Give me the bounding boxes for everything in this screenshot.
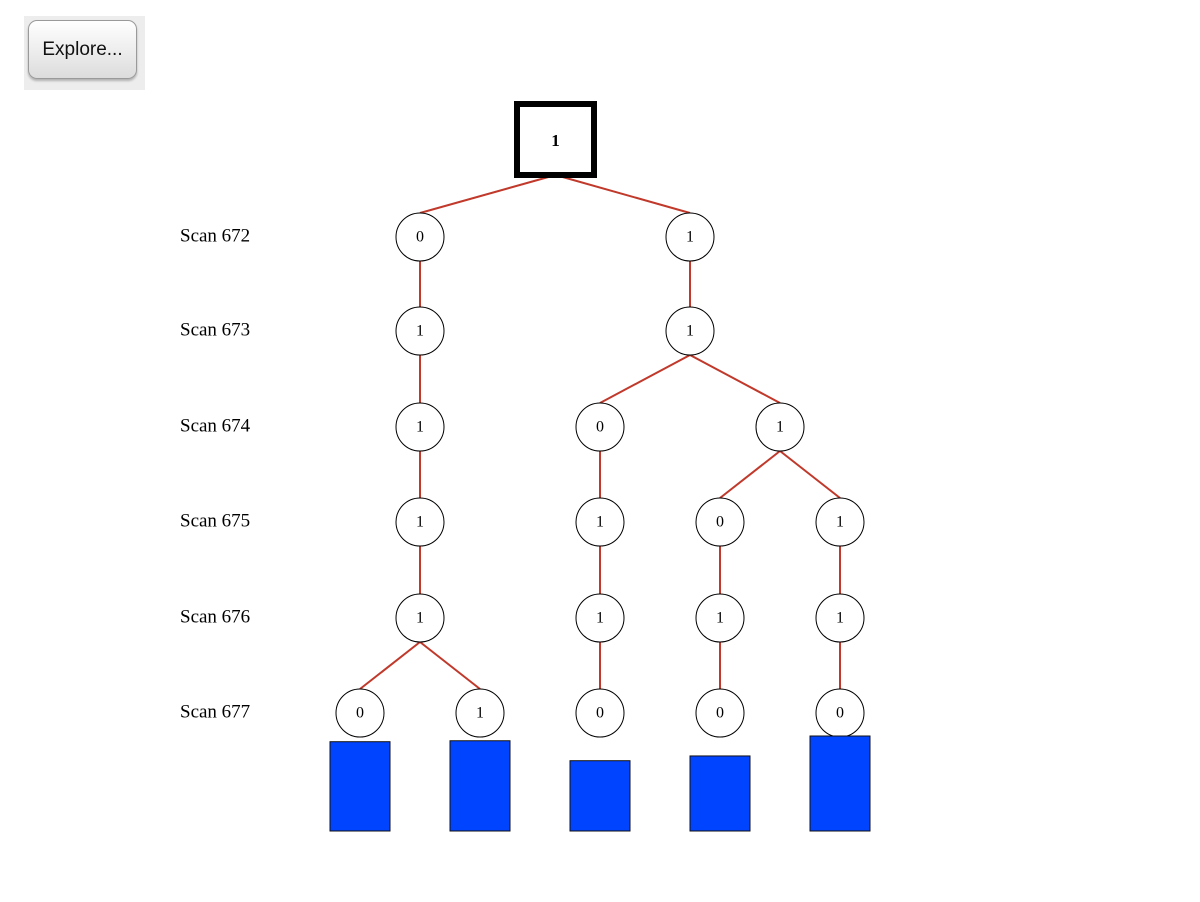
leaf-bar	[809, 735, 871, 832]
tree-node[interactable]: 1	[575, 593, 625, 643]
scan-label: Scan 677	[180, 701, 250, 722]
tree-node-label: 0	[356, 705, 364, 722]
tree-node-label: 1	[416, 610, 424, 627]
tree-node[interactable]: 0	[575, 402, 625, 452]
leaf-bar	[449, 740, 511, 832]
tree-node[interactable]: 1	[815, 497, 865, 547]
tree-node-label: 1	[416, 514, 424, 531]
leaf-bars	[329, 735, 871, 832]
scan-label: Scan 676	[180, 606, 250, 627]
tree-node[interactable]: 1	[395, 593, 445, 643]
tree-edges	[359, 174, 841, 690]
tree-node[interactable]: 1	[455, 688, 505, 738]
tree-node-label: 1	[836, 610, 844, 627]
tree-edge	[419, 641, 481, 690]
scan-label: Scan 673	[180, 319, 250, 340]
scan-label: Scan 675	[180, 510, 250, 531]
tree-node-circle	[575, 497, 625, 547]
tree-node-circle	[395, 212, 445, 262]
tree-node-circle	[755, 402, 805, 452]
tree-edge	[779, 450, 841, 499]
root-node[interactable]: 1	[514, 101, 597, 178]
tree-edge	[419, 174, 556, 214]
explore-button[interactable]: Explore...	[28, 20, 137, 79]
tree-node[interactable]: 0	[695, 688, 745, 738]
tree-node[interactable]: 1	[665, 306, 715, 356]
tree-node-label: 1	[596, 610, 604, 627]
tree-node-label: 1	[776, 419, 784, 436]
tree-node-circle	[395, 497, 445, 547]
tree-node-circle	[695, 688, 745, 738]
tree-node-label: 1	[686, 229, 694, 246]
tree-node-circle	[815, 593, 865, 643]
tree-node-circle	[575, 688, 625, 738]
tree-node-label: 1	[836, 514, 844, 531]
tree-node[interactable]: 1	[395, 306, 445, 356]
leaf-bar	[329, 741, 391, 832]
tree-node-circle	[395, 306, 445, 356]
tree-node-circle	[335, 688, 385, 738]
tree-node[interactable]: 1	[695, 593, 745, 643]
tree-node[interactable]: 1	[665, 212, 715, 262]
tree-node[interactable]: 1	[755, 402, 805, 452]
tree-node-circle	[665, 306, 715, 356]
tree-node-label: 0	[416, 229, 424, 246]
tree-node-label: 0	[716, 705, 724, 722]
tree-edge	[555, 174, 691, 214]
tree-node-circle	[665, 212, 715, 262]
tree-node-label: 1	[416, 419, 424, 436]
tree-node[interactable]: 1	[395, 402, 445, 452]
leaf-bar	[689, 755, 751, 832]
tree-node-label: 0	[596, 419, 604, 436]
scan-label: Scan 674	[180, 415, 251, 436]
tree-edge	[689, 354, 781, 404]
tree-node[interactable]: 0	[815, 688, 865, 738]
tree-node[interactable]: 1	[815, 593, 865, 643]
tree-node-circle	[575, 402, 625, 452]
tree-node[interactable]: 0	[575, 688, 625, 738]
tree-node[interactable]: 0	[695, 497, 745, 547]
tree-nodes: 0 1 1 1 1 0 1 1 1 0 1 1 1 1 1 0 1 0 0 0	[335, 212, 865, 738]
tree-node-label: 1	[416, 323, 424, 340]
tree-node-circle	[575, 593, 625, 643]
tree-node-circle	[815, 497, 865, 547]
tree-node-label: 1	[596, 514, 604, 531]
tree-node-label: 1	[716, 610, 724, 627]
root-node-label: 1	[551, 131, 560, 150]
scan-label: Scan 672	[180, 225, 250, 246]
tree-edge	[599, 354, 691, 404]
tree-node-label: 1	[686, 323, 694, 340]
leaf-bar	[569, 760, 631, 832]
explore-button-container: Explore...	[24, 16, 145, 90]
tree-edge	[359, 641, 421, 690]
tree-node-label: 1	[476, 705, 484, 722]
tree-node[interactable]: 0	[335, 688, 385, 738]
tree-node-circle	[695, 497, 745, 547]
tree-node-circle	[395, 593, 445, 643]
tree-node[interactable]: 1	[395, 497, 445, 547]
tree-node-circle	[395, 402, 445, 452]
tree-node-label: 0	[716, 514, 724, 531]
tree-node-circle	[455, 688, 505, 738]
tree-node[interactable]: 0	[395, 212, 445, 262]
tree-edge	[719, 450, 781, 499]
root-node-box	[514, 101, 597, 178]
tree-node[interactable]: 1	[575, 497, 625, 547]
tree-node-label: 0	[836, 705, 844, 722]
tree-node-circle	[695, 593, 745, 643]
tree-node-label: 0	[596, 705, 604, 722]
